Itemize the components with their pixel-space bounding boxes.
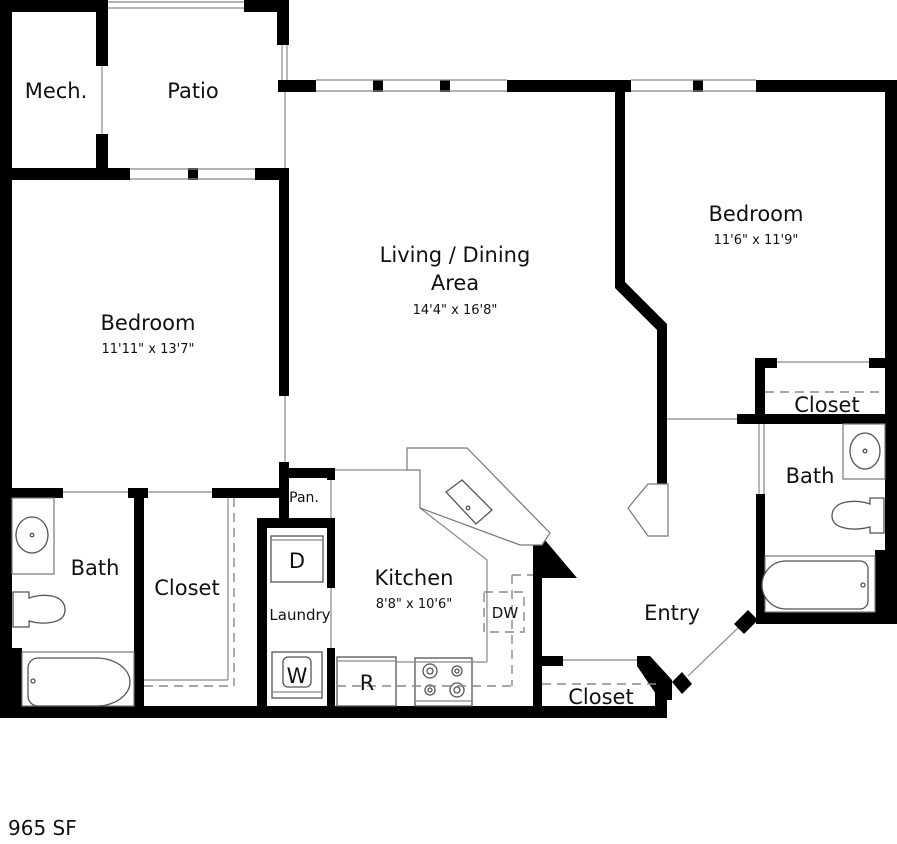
sink-icon	[445, 479, 493, 525]
room-label-closet-left: Closet	[154, 576, 219, 600]
room-dims-kitchen: 8'8" x 10'6"	[376, 597, 452, 612]
walls	[0, 0, 897, 718]
room-label-bedroom-left: Bedroom	[101, 311, 196, 335]
dryer-icon	[270, 535, 324, 583]
washer-label: W	[287, 664, 308, 688]
room-label-bath-right: Bath	[786, 464, 835, 488]
room-label-kitchen: Kitchen	[375, 566, 454, 590]
room-label-laundry: Laundry	[269, 606, 330, 624]
room-labels: Mech. Patio Living / Dining Area 14'4" x…	[25, 79, 860, 709]
toilet-icon	[831, 497, 885, 534]
stove-icon	[414, 657, 473, 707]
room-label-bath-left: Bath	[71, 556, 120, 580]
room-label-mech: Mech.	[25, 79, 88, 103]
room-label-living: Living / Dining	[380, 243, 531, 267]
refrigerator-icon	[336, 656, 397, 707]
room-label-entry: Entry	[644, 601, 700, 625]
dishwasher-icon	[483, 591, 525, 633]
total-square-footage: 965 SF	[8, 816, 77, 840]
refrigerator-label: R	[360, 671, 375, 695]
room-dims-living: 14'4" x 16'8"	[413, 303, 498, 318]
fixtures	[11, 423, 886, 707]
column	[627, 483, 669, 537]
toilet-icon	[12, 591, 66, 628]
room-label-pantry: Pan.	[289, 490, 319, 506]
room-label-patio: Patio	[167, 79, 219, 103]
dryer-label: D	[289, 549, 305, 573]
room-label-bedroom-right: Bedroom	[709, 202, 804, 226]
room-dims-bedroom-right: 11'6" x 11'9"	[714, 233, 799, 248]
room-label-living-2: Area	[431, 271, 479, 295]
dishwasher-label: DW	[492, 604, 519, 622]
room-label-closet-entry: Closet	[568, 685, 633, 709]
room-label-closet-right: Closet	[794, 393, 859, 417]
room-dims-bedroom-left: 11'11" x 13'7"	[102, 342, 195, 357]
